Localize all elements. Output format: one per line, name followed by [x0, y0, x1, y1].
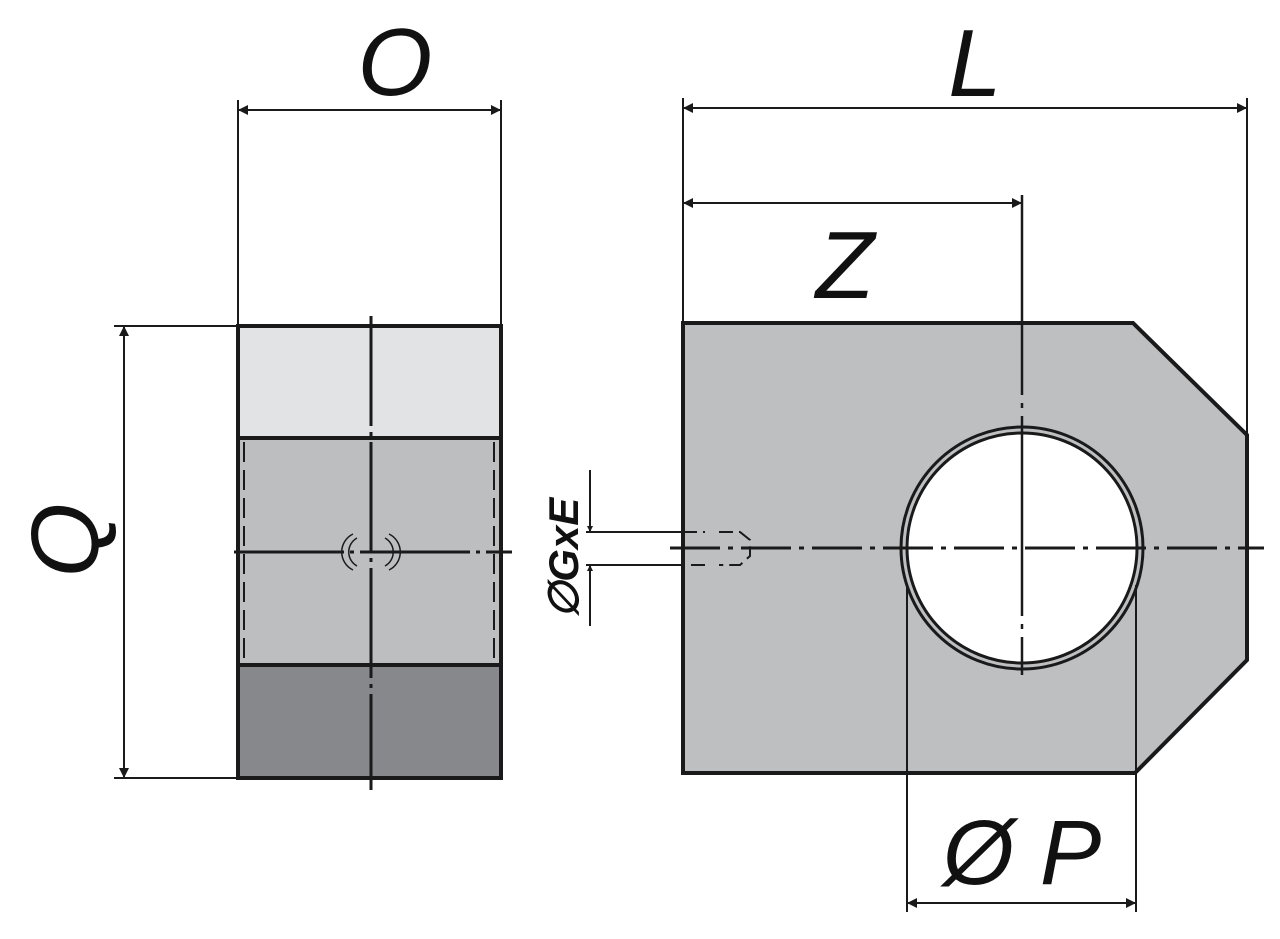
label-L: L: [948, 10, 1001, 117]
dimension-P: Ø P: [906, 585, 1137, 912]
label-P: Ø P: [940, 802, 1101, 904]
thread-symbol-icon: [341, 533, 401, 571]
label-Z: Z: [814, 212, 878, 319]
dimension-Z: Z: [683, 198, 1022, 319]
side-view: [234, 316, 512, 790]
dimension-Q: Q: [12, 325, 238, 779]
label-Q: Q: [12, 503, 119, 578]
label-GxE: ∅GxE: [540, 496, 587, 619]
dimension-L: L: [682, 10, 1248, 435]
front-view: [670, 195, 1264, 775]
label-O: O: [358, 9, 433, 116]
dimension-O: O: [237, 9, 502, 326]
dimension-GxE: ∅GxE: [540, 470, 683, 626]
threaded-hole-hidden: [683, 531, 751, 566]
